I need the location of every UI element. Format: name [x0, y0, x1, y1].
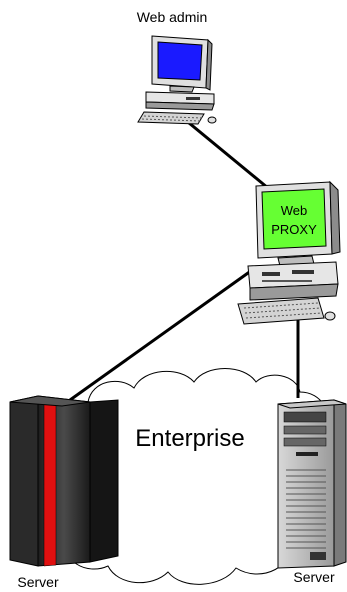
- web-admin-screen: [157, 41, 203, 81]
- server-right-label: Server: [293, 569, 335, 585]
- mouse-icon: [324, 311, 336, 321]
- web-proxy-computer-icon: [237, 180, 341, 325]
- connection-admin-proxy: [182, 116, 269, 190]
- enterprise-label: Enterprise: [135, 425, 244, 452]
- server-left-rack-icon: [9, 395, 119, 567]
- server-left-accent-stripe: [43, 397, 57, 567]
- server-right-tower-icon: [277, 399, 347, 569]
- web-admin-computer-icon: [137, 35, 217, 125]
- web-proxy-screen-label-line1: Web: [281, 203, 308, 218]
- mouse-icon: [207, 116, 217, 124]
- connection-proxy-server-left: [69, 266, 256, 402]
- web-proxy-screen-label-line2: PROXY: [271, 222, 317, 237]
- server-left-label: Server: [17, 574, 59, 590]
- web-proxy-screen: [261, 188, 327, 250]
- web-admin-label: Web admin: [137, 9, 208, 25]
